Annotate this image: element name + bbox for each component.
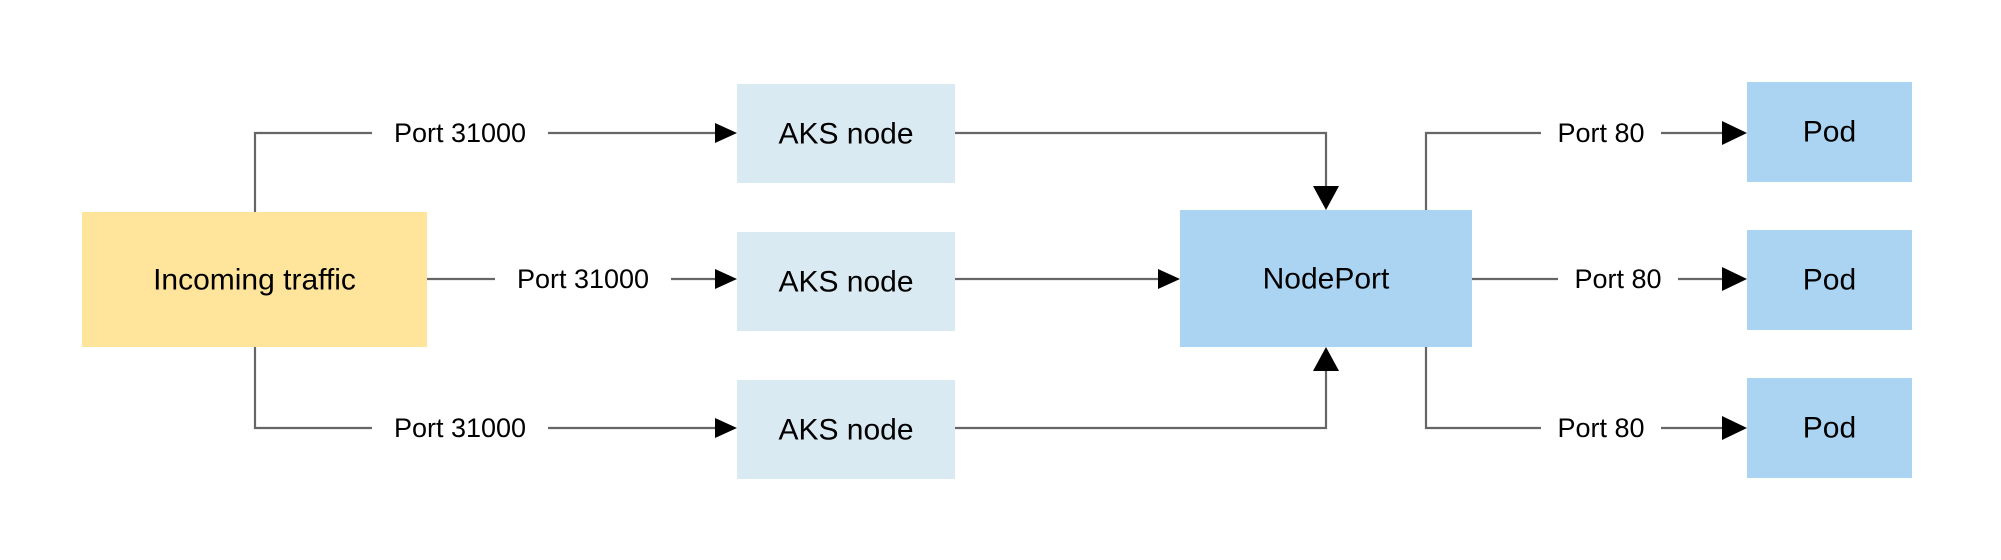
nodeport-rect[interactable]	[1180, 210, 1472, 347]
edge-group-aks-to-nodeport	[955, 131, 1339, 430]
edge-label-nodeport-to-pod-top-group: Port 80	[1541, 117, 1661, 149]
aks-node-bottom-rect[interactable]	[737, 380, 955, 479]
edge-label-group: Port 31000 Port 31000 Port 31000 Port 80…	[372, 117, 1678, 444]
edge-label-nodeport-to-pod-top: Port 80	[1557, 118, 1644, 148]
node-incoming-traffic[interactable]: Incoming traffic	[82, 212, 427, 347]
arrow-head-nodeport-to-pod-bottom	[1722, 416, 1747, 440]
edge-label-nodeport-to-pod-middle: Port 80	[1574, 264, 1661, 294]
edge-aks-top-to-nodeport	[955, 131, 1328, 199]
node-aks-middle[interactable]: AKS node	[737, 232, 955, 331]
node-aks-top[interactable]: AKS node	[737, 84, 955, 183]
arrow-head-aks-top-to-nodeport	[1313, 186, 1339, 210]
arrow-head-nodeport-to-pod-top	[1722, 121, 1747, 145]
edge-label-traffic-to-aks-bottom-bg	[372, 412, 548, 444]
node-aks-bottom[interactable]: AKS node	[737, 380, 955, 479]
node-pod-top[interactable]: Pod	[1747, 82, 1912, 182]
incoming-traffic-rect[interactable]	[82, 212, 427, 347]
aks-node-middle-rect[interactable]	[737, 232, 955, 331]
node-nodeport[interactable]: NodePort	[1180, 210, 1472, 347]
node-pod-bottom[interactable]: Pod	[1747, 378, 1912, 478]
edge-label-traffic-to-aks-middle: Port 31000	[517, 264, 649, 294]
edge-label-traffic-to-aks-bottom: Port 31000	[394, 413, 526, 443]
aks-node-bottom-label: AKS node	[778, 414, 913, 447]
edge-label-nodeport-to-pod-bottom-group: Port 80	[1541, 412, 1661, 444]
arrow-head-traffic-to-aks-bottom	[715, 418, 737, 438]
aks-node-top-rect[interactable]	[737, 84, 955, 183]
edge-label-traffic-to-aks-top-bg	[372, 117, 548, 149]
incoming-traffic-label: Incoming traffic	[153, 264, 356, 297]
edge-traffic-to-aks-bottom	[253, 347, 726, 430]
pod-bottom-rect[interactable]	[1747, 378, 1912, 478]
edge-aks-bottom-to-nodeport	[955, 358, 1328, 430]
arrow-head-aks-bottom-to-nodeport	[1313, 347, 1339, 371]
arrow-head-nodeport-to-pod-middle	[1722, 267, 1747, 291]
edge-label-traffic-to-aks-middle-group: Port 31000	[495, 263, 671, 295]
arrow-head-traffic-to-aks-top	[715, 123, 737, 143]
aks-node-middle-label: AKS node	[778, 266, 913, 299]
pod-middle-label: Pod	[1803, 264, 1856, 297]
edge-label-traffic-to-aks-middle-bg	[495, 263, 671, 295]
arrow-head-traffic-to-aks-middle	[715, 269, 737, 289]
edge-label-nodeport-to-pod-bottom-bg	[1541, 412, 1661, 444]
pod-top-label: Pod	[1803, 116, 1856, 149]
node-pod-middle[interactable]: Pod	[1747, 230, 1912, 330]
edge-label-nodeport-to-pod-top-bg	[1541, 117, 1661, 149]
pod-bottom-label: Pod	[1803, 412, 1856, 445]
edge-label-nodeport-to-pod-bottom: Port 80	[1557, 413, 1644, 443]
edge-label-traffic-to-aks-top-group: Port 31000	[372, 117, 548, 149]
nodeport-label: NodePort	[1263, 263, 1390, 296]
edge-label-nodeport-to-pod-middle-bg	[1558, 263, 1678, 295]
edge-traffic-to-aks-top	[253, 131, 726, 212]
aks-node-top-label: AKS node	[778, 118, 913, 151]
edge-label-traffic-to-aks-bottom-group: Port 31000	[372, 412, 548, 444]
arrow-head-aks-middle-to-nodeport	[1158, 269, 1180, 289]
edge-label-nodeport-to-pod-middle-group: Port 80	[1558, 263, 1678, 295]
edge-label-traffic-to-aks-top: Port 31000	[394, 118, 526, 148]
pod-top-rect[interactable]	[1747, 82, 1912, 182]
pod-middle-rect[interactable]	[1747, 230, 1912, 330]
